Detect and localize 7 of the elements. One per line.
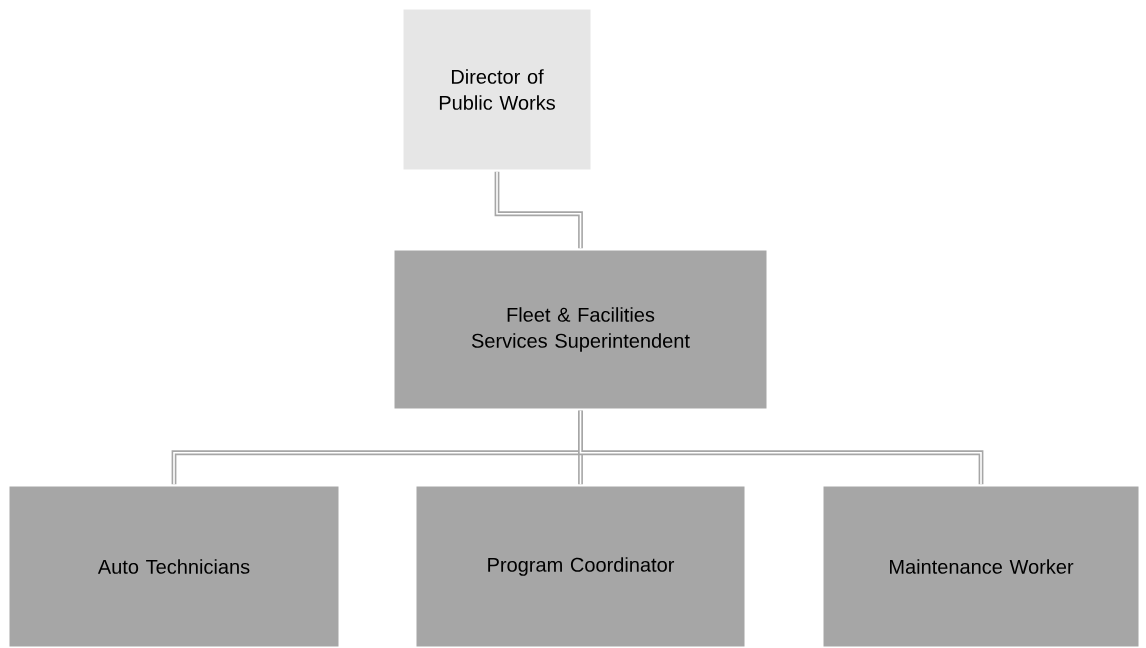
org-box: Director of Public Works [400,6,594,173]
connector-line [494,170,583,250]
org-box: Fleet & Facilities Services Superintendent [391,247,770,412]
connector-line [578,409,984,486]
org-box: Program Coordinator [413,483,748,648]
org-box: Maintenance Worker [820,483,1142,648]
org-box: Auto Technicians [6,483,342,648]
